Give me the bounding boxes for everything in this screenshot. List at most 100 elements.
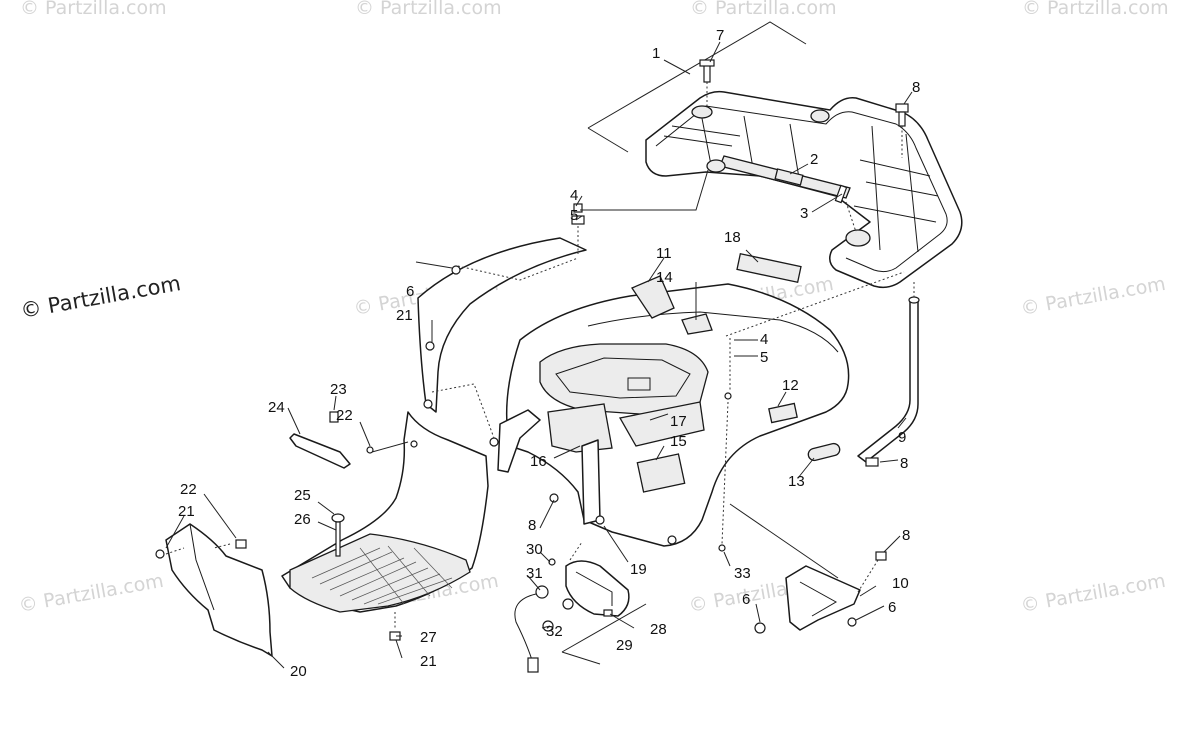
rack-crossbar (663, 135, 733, 147)
callout-label: 23 (330, 381, 347, 398)
flare-panel (417, 237, 587, 413)
screw-icon (718, 544, 726, 552)
screw-icon (423, 399, 433, 409)
callout-label: 8 (902, 527, 910, 544)
watermark-text: © Partzilla.com (690, 0, 837, 19)
strut-end-icon (908, 296, 920, 304)
floor-tread (311, 545, 453, 605)
callout-label: 24 (268, 399, 285, 416)
nut-icon (571, 215, 585, 225)
storage-tub (539, 343, 709, 415)
callout-label: 28 (650, 621, 667, 638)
bulb-icon (562, 598, 574, 610)
washer-icon (573, 203, 583, 213)
footrest-bracket (289, 433, 351, 469)
callout-label: 8 (528, 517, 536, 534)
watermark-text: © Partzilla.com (1019, 273, 1167, 320)
callout-label: 32 (546, 623, 563, 640)
rack-crossbar (853, 205, 937, 223)
screw-icon (451, 265, 461, 275)
rack-inner-rail (655, 105, 948, 273)
connector-icon (527, 657, 539, 673)
callout-label: 22 (336, 407, 353, 424)
screw-icon (155, 549, 165, 559)
callout-label: 19 (630, 561, 647, 578)
fender-bracket (581, 439, 601, 525)
lower-bracket (729, 503, 887, 634)
inner-well (547, 403, 613, 453)
support-strut (857, 282, 920, 467)
screw-icon (549, 493, 559, 503)
fender-flare (417, 169, 709, 447)
rack-crossbar (859, 159, 931, 177)
callout-label: 8 (912, 79, 920, 96)
bolt-icon (865, 457, 879, 467)
callout-label: 21 (420, 653, 437, 670)
rack-mount-pad (810, 109, 830, 123)
callout-labels: 1 7 8 2 3 4 5 18 11 14 6 21 4 5 12 23 24… (178, 27, 920, 680)
nut-icon (895, 103, 909, 113)
watermark-main: © Partzilla.com (19, 271, 183, 323)
latch-pad (681, 313, 713, 335)
rack-mount-pad (691, 105, 713, 119)
callout-label: 22 (180, 481, 197, 498)
callout-label: 25 (294, 487, 311, 504)
watermark-text: © Partzilla.com (1022, 0, 1169, 19)
bolt-head-icon (699, 59, 715, 67)
screw-icon (595, 515, 605, 525)
rack-crossbar (671, 125, 741, 137)
hitch-bracket (785, 565, 861, 631)
fender-bracket (497, 409, 541, 473)
bulb-icon (548, 558, 556, 566)
bolt-icon (703, 63, 711, 83)
watermark-text: © Partzilla.com (17, 570, 165, 617)
callout-label: 18 (724, 229, 741, 246)
bolt-icon (834, 184, 848, 204)
assembly-bracket (587, 21, 807, 129)
bolt-icon (898, 111, 906, 127)
callout-label: 33 (734, 565, 751, 582)
tub-drain (627, 377, 651, 391)
callout-label: 20 (290, 663, 307, 680)
footwell (281, 411, 489, 641)
rack-crossbar (871, 125, 881, 251)
storage-tub-floor (555, 357, 691, 399)
callout-label: 13 (788, 473, 805, 490)
screw-icon (489, 437, 499, 447)
fender-deck-edge (587, 311, 839, 353)
callout-label: 29 (616, 637, 633, 654)
callout-label: 9 (898, 429, 906, 446)
bolt-icon (329, 411, 339, 423)
wiring-harness (514, 593, 537, 661)
rack-crossbar (905, 133, 919, 253)
seat-latch (631, 275, 675, 319)
callout-label: 6 (406, 283, 414, 300)
splash-fold (189, 523, 215, 611)
callout-label: 15 (670, 433, 687, 450)
callout-label: 10 (892, 575, 909, 592)
callout-label: 4 (760, 331, 768, 348)
callout-label: 6 (742, 591, 750, 608)
rear-rack (587, 21, 963, 289)
watermark-text: © Partzilla.com (20, 0, 167, 19)
callout-label: 16 (530, 453, 547, 470)
screw-icon (410, 440, 418, 448)
callout-label: 2 (810, 151, 818, 168)
taillight-lens (575, 571, 613, 606)
screw-icon (603, 609, 613, 617)
nut-icon (754, 622, 766, 634)
callout-label: 17 (670, 413, 687, 430)
callout-label: 4 (570, 187, 578, 204)
callout-label: 27 (420, 629, 437, 646)
bolt-icon (335, 521, 341, 557)
callout-label: 5 (570, 207, 578, 224)
callout-label: 21 (396, 307, 413, 324)
callout-label: 7 (716, 27, 724, 44)
bolt-icon (875, 551, 887, 561)
callout-label: 1 (652, 45, 660, 62)
rack-crossbar (865, 181, 939, 197)
watermark-text: © Partzilla.com (355, 0, 502, 19)
screw-icon (667, 535, 677, 545)
screw-icon (724, 392, 732, 400)
